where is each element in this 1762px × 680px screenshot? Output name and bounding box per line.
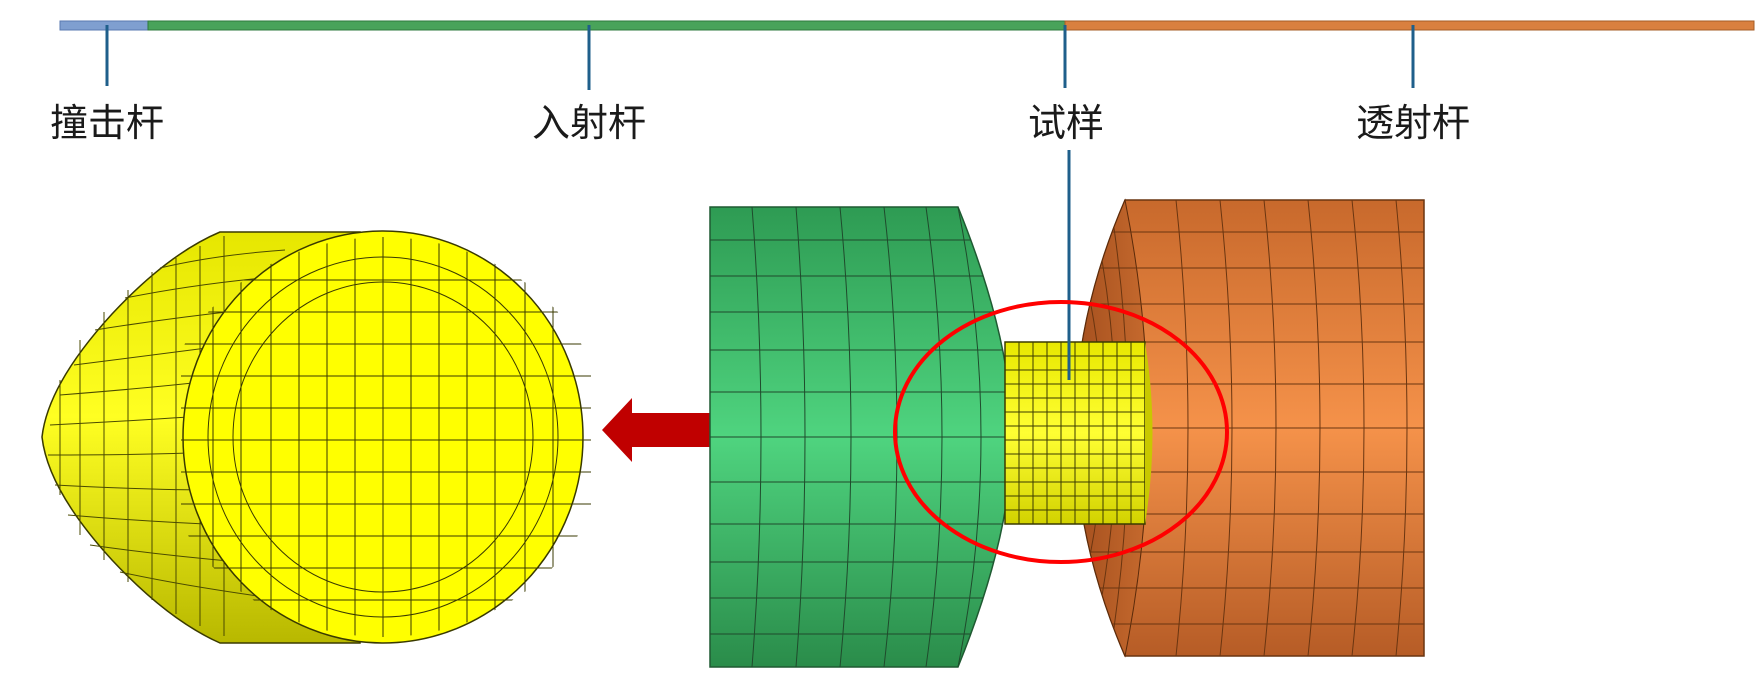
incident-bar	[147, 20, 1066, 31]
specimen-3d	[1004, 341, 1153, 525]
label-transmitted-bar: 透射杆	[1356, 101, 1471, 145]
striker-bar-3d	[41, 230, 591, 644]
label-incident-bar: 入射杆	[532, 101, 647, 145]
label-striker-bar: 撞击杆	[50, 101, 165, 145]
label-specimen: 试样	[1028, 101, 1105, 145]
ellipse-highlight	[893, 300, 1229, 564]
striker-bar	[59, 20, 149, 31]
overview-bars	[59, 20, 1755, 90]
incident-bar-3d	[709, 206, 1013, 668]
transmitted-bar	[1064, 20, 1755, 31]
